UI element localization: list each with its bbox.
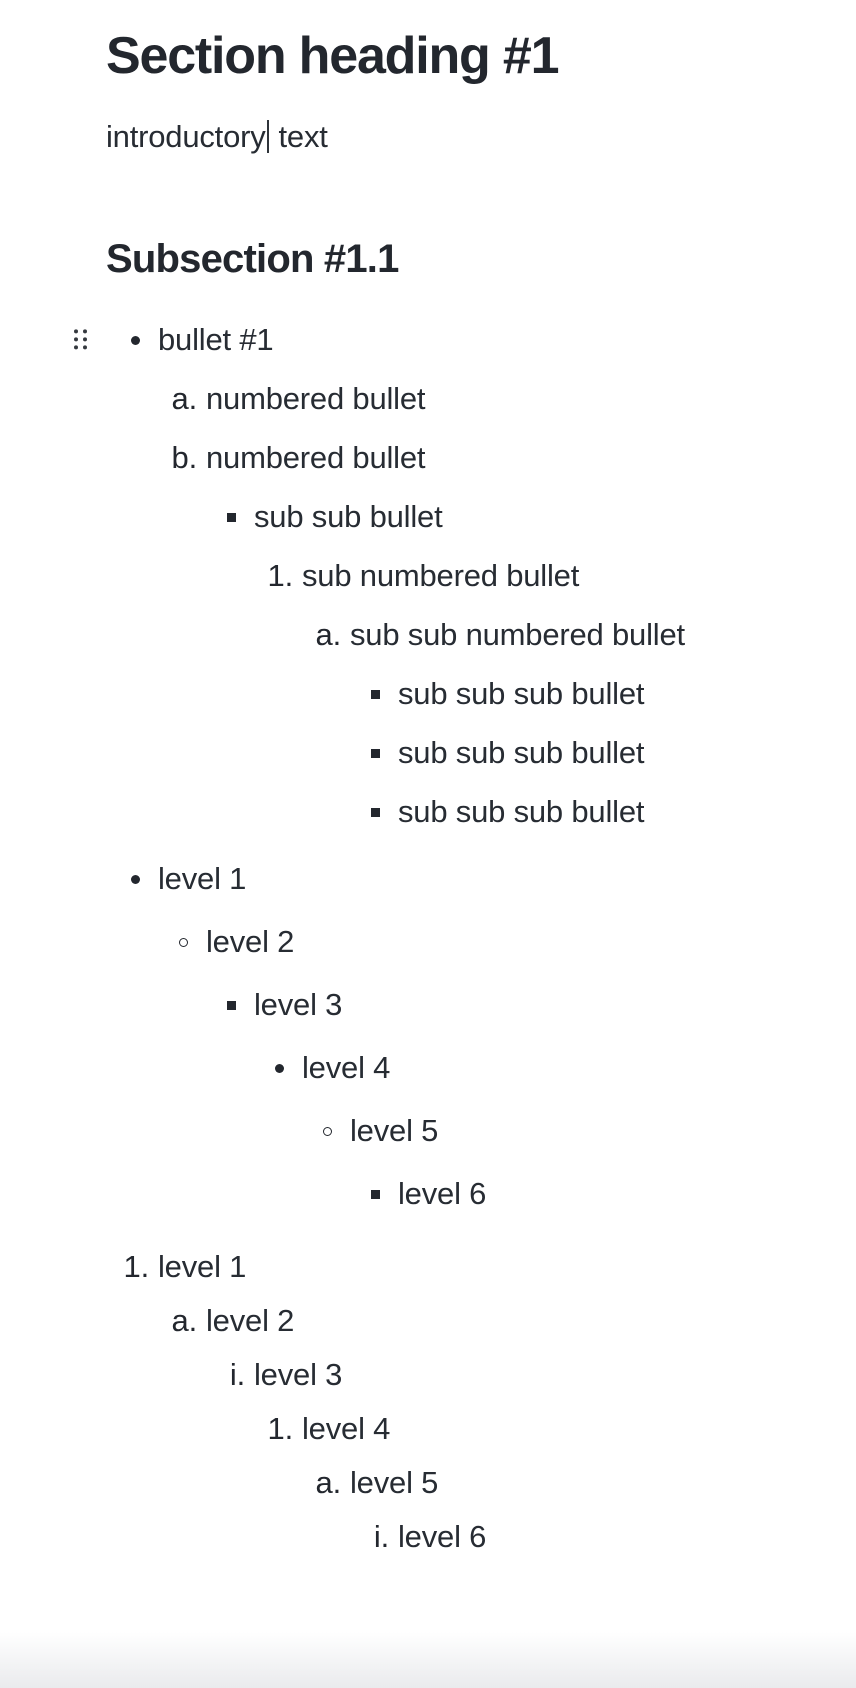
list-item-text: level 4 — [302, 1050, 391, 1085]
bullet-marker — [349, 748, 389, 758]
ordered-marker: i. — [373, 1519, 389, 1554]
list-item[interactable]: a. numbered bullet — [106, 382, 816, 416]
section-heading[interactable]: Section heading #1 — [106, 27, 559, 85]
list-item[interactable]: a. level 2 — [106, 1304, 816, 1338]
circle-bullet-icon — [323, 1126, 332, 1136]
ordered-marker: 1. — [267, 1411, 294, 1446]
disc-bullet-icon — [131, 874, 140, 884]
list-item-text: sub sub sub bullet — [398, 794, 645, 829]
list-item-text: level 2 — [206, 924, 295, 959]
bullet-marker — [301, 1126, 341, 1136]
list-item[interactable]: sub sub sub bullet — [106, 795, 816, 829]
list-item-text: sub sub sub bullet — [398, 735, 645, 770]
list-item[interactable]: bullet #1 — [74, 322, 816, 357]
bottom-edge-fade — [0, 1632, 856, 1688]
list-item[interactable]: a. sub sub numbered bullet — [106, 618, 816, 652]
list-item[interactable]: level 3 — [106, 988, 816, 1022]
page-content: Section heading #1 introductory text Sub… — [0, 24, 856, 1574]
list-item[interactable]: level 1 — [106, 862, 816, 896]
intro-text-after-caret: text — [270, 119, 328, 154]
square-bullet-icon — [371, 689, 380, 699]
bullet-marker — [109, 335, 149, 345]
list-item[interactable]: 1. level 4 — [106, 1412, 816, 1446]
square-bullet-icon — [227, 512, 236, 522]
list-item-text: numbered bullet — [206, 381, 426, 416]
list-item-text: level 5 — [350, 1465, 439, 1500]
list-item[interactable]: level 4 — [106, 1051, 816, 1085]
circle-bullet-icon — [179, 937, 188, 947]
list-item-text: numbered bullet — [206, 440, 426, 475]
ordered-marker: a. — [171, 1303, 198, 1338]
intro-paragraph[interactable]: introductory text — [106, 115, 816, 159]
bullet-marker — [109, 874, 149, 884]
ordered-marker: a. — [171, 381, 198, 416]
ordered-marker: a. — [315, 1465, 342, 1500]
list-item-text: sub sub numbered bullet — [350, 617, 685, 652]
ordered-marker: i. — [229, 1357, 245, 1392]
list-item-text: sub sub sub bullet — [398, 676, 645, 711]
ordered-marker: b. — [171, 440, 198, 475]
list-item-text: level 1 — [158, 861, 247, 896]
list-item[interactable]: level 2 — [106, 925, 816, 959]
list-item[interactable]: b. numbered bullet — [106, 441, 816, 475]
list-item[interactable]: i. level 3 — [106, 1358, 816, 1392]
square-bullet-icon — [371, 807, 380, 817]
bullet-marker — [205, 1000, 245, 1010]
list-item-text: level 3 — [254, 987, 343, 1022]
square-bullet-icon — [227, 1000, 236, 1010]
list-item-text: sub sub bullet — [254, 499, 443, 534]
drag-handle-icon[interactable] — [74, 329, 87, 350]
nested-mixed-list: bullet #1 a. numbered bullet b. numbered… — [74, 322, 816, 854]
subsection-heading[interactable]: Subsection #1.1 — [106, 237, 399, 281]
list-item-text: level 6 — [398, 1519, 487, 1554]
list-item[interactable]: level 5 — [106, 1114, 816, 1148]
list-item[interactable]: sub sub sub bullet — [106, 736, 816, 770]
list-item-text: level 5 — [350, 1113, 439, 1148]
list-item[interactable]: sub sub bullet — [106, 500, 816, 534]
list-item-text: sub numbered bullet — [302, 558, 580, 593]
list-item-text: bullet #1 — [158, 322, 274, 357]
ordered-marker: a. — [315, 617, 342, 652]
list-item[interactable]: level 6 — [106, 1177, 816, 1211]
disc-bullet-icon — [131, 335, 140, 345]
list-item-text: level 3 — [254, 1357, 343, 1392]
list-item[interactable]: 1. sub numbered bullet — [106, 559, 816, 593]
bullet-marker — [349, 689, 389, 699]
bullet-marker — [253, 1063, 293, 1073]
bullet-level-list: level 1 level 2 level 3 level 4 level 5 … — [106, 862, 816, 1240]
text-caret — [266, 120, 270, 153]
bullet-marker — [349, 807, 389, 817]
disc-bullet-icon — [275, 1063, 284, 1073]
list-item-text: level 1 — [158, 1249, 247, 1284]
ordered-marker: 1. — [123, 1249, 150, 1284]
list-item[interactable]: a. level 5 — [106, 1466, 816, 1500]
intro-text-before-caret: introductory — [106, 119, 266, 154]
ordered-marker: 1. — [267, 558, 294, 593]
list-item[interactable]: sub sub sub bullet — [106, 677, 816, 711]
list-item-text: level 6 — [398, 1176, 487, 1211]
bullet-marker — [157, 937, 197, 947]
ordered-level-list: 1. level 1 a. level 2 i. level 3 1. leve… — [106, 1250, 816, 1574]
list-item[interactable]: 1. level 1 — [106, 1250, 816, 1284]
list-item-text: level 4 — [302, 1411, 391, 1446]
square-bullet-icon — [371, 1189, 380, 1199]
list-item[interactable]: i. level 6 — [106, 1520, 816, 1554]
square-bullet-icon — [371, 748, 380, 758]
bullet-marker — [349, 1189, 389, 1199]
list-item-text: level 2 — [206, 1303, 295, 1338]
bullet-marker — [205, 512, 245, 522]
